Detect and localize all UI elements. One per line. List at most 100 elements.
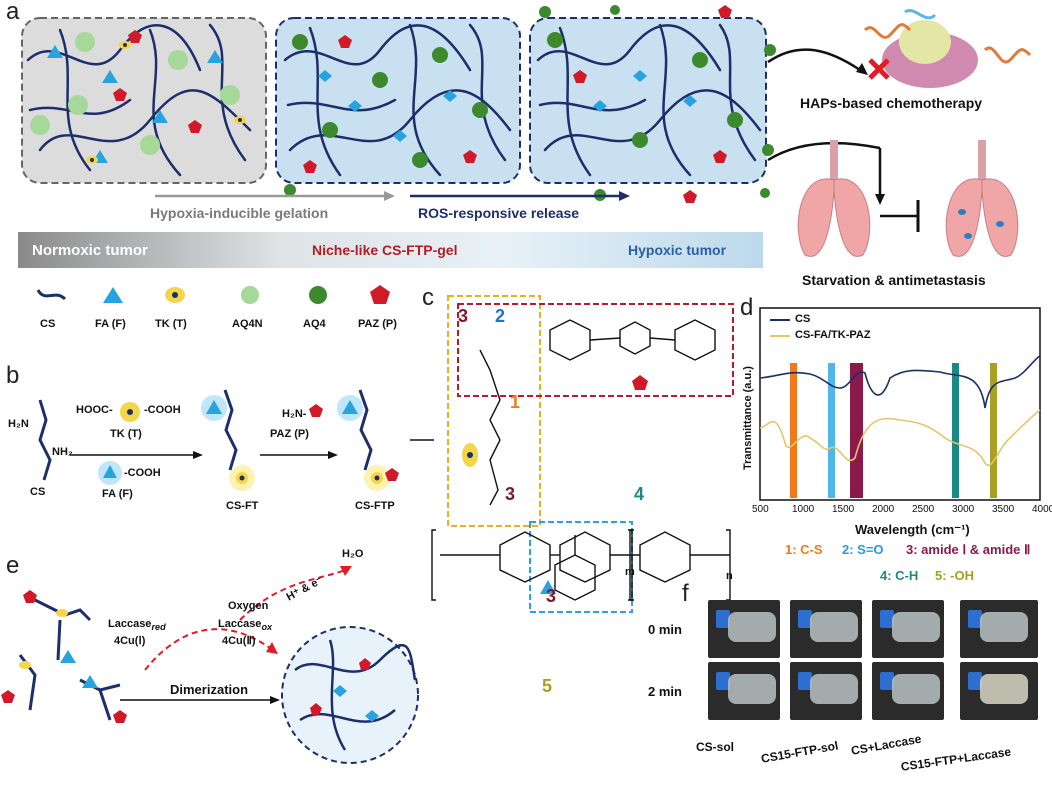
c-index-n: n bbox=[726, 570, 733, 582]
gelation-arrow-label: Hypoxia-inducible gelation bbox=[150, 205, 329, 221]
panel-c-structure bbox=[431, 295, 734, 613]
e-laccase-ox: Laccaseox bbox=[218, 618, 273, 633]
legend-icons bbox=[36, 285, 390, 304]
ftir-band2 bbox=[828, 363, 835, 498]
legend-label-paz: PAZ (P) bbox=[358, 318, 397, 330]
vial-photo bbox=[872, 600, 944, 658]
d-legend-mod: CS-FA/TK-PAZ bbox=[795, 329, 871, 341]
b-paz-reagent: H₂N- bbox=[282, 408, 307, 420]
light-circle-icon bbox=[241, 286, 259, 304]
b-cs-ftp-label: CS-FTP bbox=[355, 500, 395, 512]
legend-label-aq4: AQ4 bbox=[303, 318, 326, 330]
b-cs-ft-label: CS-FT bbox=[226, 500, 259, 512]
c-num-2: 2 bbox=[495, 306, 506, 326]
ftir-line-mod bbox=[759, 409, 1041, 467]
d-assign-2: 2: S=O bbox=[842, 542, 884, 557]
d-tick-3000: 3000 bbox=[952, 504, 975, 515]
oxygen-gradient-bar bbox=[18, 232, 763, 268]
d-tick-500: 500 bbox=[752, 504, 769, 515]
legend-label-fa: FA (F) bbox=[95, 318, 126, 330]
b-amine-1: H₂N bbox=[8, 418, 29, 430]
f-caption-3: CS15-FTP+Laccase bbox=[900, 744, 1012, 774]
e-water: H₂O bbox=[342, 548, 364, 560]
d-tick-4000: 4000 bbox=[1032, 504, 1052, 515]
c-num-3-mid: 3 bbox=[505, 484, 516, 504]
legend-label-aq4n: AQ4N bbox=[232, 318, 263, 330]
gradient-right-label: Hypoxic tumor bbox=[628, 242, 727, 258]
d-tick-1500: 1500 bbox=[832, 504, 855, 515]
e-laccase-ox-cu: 4Cu(Ⅱ) bbox=[222, 635, 256, 647]
d-assign-5: 5: -OH bbox=[935, 568, 974, 583]
tk-icon bbox=[165, 287, 185, 303]
vial-photo bbox=[708, 662, 780, 720]
d-legend-cs: CS bbox=[795, 313, 811, 325]
panel-letter-c: c bbox=[422, 284, 434, 311]
ftir-band3 bbox=[856, 363, 863, 498]
legend-label-cs: CS bbox=[40, 318, 56, 330]
c-num-5: 5 bbox=[542, 676, 553, 696]
panel-letter-f: f bbox=[682, 580, 689, 607]
gradient-center-label: Niche-like CS-FTP-gel bbox=[312, 242, 458, 258]
panel-b-graphic bbox=[38, 389, 434, 491]
triangle-icon bbox=[103, 287, 123, 303]
panel-letter-d: d bbox=[740, 294, 754, 321]
vial-photo bbox=[960, 662, 1038, 720]
b-tk-left: HOOC- bbox=[76, 404, 113, 416]
c-num-1: 1 bbox=[510, 392, 521, 412]
b-paz-name: PAZ (P) bbox=[270, 428, 309, 440]
f-row-2min: 2 min bbox=[648, 684, 682, 699]
lungs-right-icon bbox=[945, 140, 1019, 257]
d-assign-1: 1: C-S bbox=[785, 542, 823, 557]
d-xlabel: Wavelength (cm⁻¹) bbox=[855, 522, 970, 537]
dimer-network-circle bbox=[281, 626, 419, 764]
b-fa-reagent: -COOH bbox=[124, 467, 161, 479]
vial-photo bbox=[708, 600, 780, 658]
f-caption-2: CS+Laccase bbox=[850, 731, 923, 758]
gradient-left-label: Normoxic tumor bbox=[32, 242, 148, 259]
e-dimerization: Dimerization bbox=[170, 682, 249, 697]
vial-photo bbox=[790, 662, 862, 720]
b-cs-label: CS bbox=[30, 486, 46, 498]
d-ylabel: Transmittance (a.u.) bbox=[742, 366, 754, 470]
vial-photo bbox=[872, 662, 944, 720]
b-tk-name: TK (T) bbox=[110, 428, 142, 440]
ftir-line-cs bbox=[759, 355, 1041, 409]
d-tick-1000: 1000 bbox=[792, 504, 815, 515]
ftir-band5 bbox=[990, 363, 997, 498]
ftir-band1 bbox=[790, 363, 797, 498]
c-num-3-top: 3 bbox=[458, 306, 469, 326]
lungs-left-icon bbox=[797, 140, 871, 257]
d-tick-2500: 2500 bbox=[912, 504, 935, 515]
outcome-starvation-label: Starvation & antimetastasis bbox=[802, 272, 986, 288]
f-caption-0: CS-sol bbox=[696, 740, 735, 754]
f-row-0min: 0 min bbox=[648, 622, 682, 637]
outcome-chemo-label: HAPs-based chemotherapy bbox=[800, 95, 983, 111]
panel-a-graphic bbox=[18, 5, 1032, 268]
c-num-4: 4 bbox=[634, 484, 645, 504]
e-oxygen: Oxygen bbox=[228, 600, 269, 612]
panel-letter-a: a bbox=[6, 0, 20, 25]
tk-linker-box bbox=[447, 295, 541, 527]
dark-circle-icon bbox=[309, 286, 327, 304]
b-fa-name: FA (F) bbox=[102, 488, 133, 500]
panel-letter-e: e bbox=[6, 552, 20, 579]
b-amine-2: NH₂ bbox=[52, 446, 73, 458]
ftir-plot-frame bbox=[759, 307, 1041, 501]
e-laccase-red-cu: 4Cu(Ⅰ) bbox=[114, 635, 146, 647]
ftir-band3 bbox=[850, 363, 857, 498]
c-index-m: m bbox=[625, 566, 635, 578]
e-laccase-red: Laccasered bbox=[108, 618, 166, 633]
ftir-band4 bbox=[952, 363, 959, 498]
f-caption-1: CS15-FTP-sol bbox=[760, 738, 840, 766]
paz-box bbox=[457, 303, 734, 397]
dna-cell-icon bbox=[863, 9, 1032, 88]
panel-letter-b: b bbox=[6, 362, 20, 389]
d-tick-2000: 2000 bbox=[872, 504, 895, 515]
d-tick-3500: 3500 bbox=[992, 504, 1015, 515]
vial-photo bbox=[960, 600, 1038, 658]
vial-photo bbox=[790, 600, 862, 658]
b-tk-right: -COOH bbox=[144, 404, 181, 416]
chain-icon bbox=[36, 289, 67, 301]
legend-label-tk: TK (T) bbox=[155, 318, 187, 330]
pentagon-icon bbox=[370, 285, 390, 304]
